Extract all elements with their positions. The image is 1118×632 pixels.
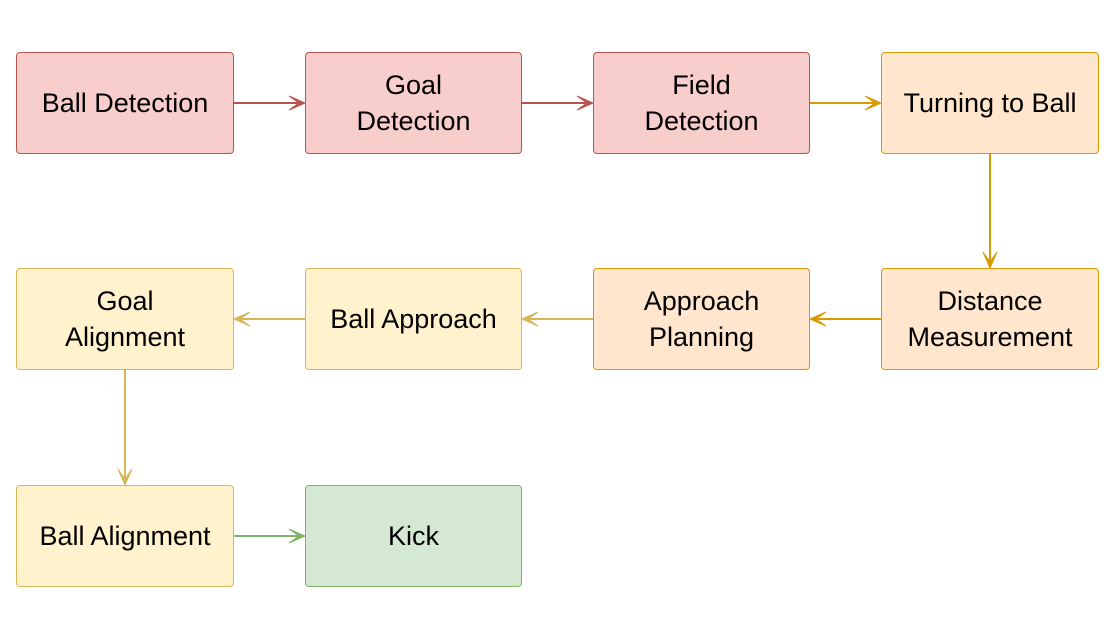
- node-approach-planning: Approach Planning: [593, 268, 810, 370]
- node-turning-to-ball: Turning to Ball: [881, 52, 1099, 154]
- node-ball-approach: Ball Approach: [305, 268, 522, 370]
- arrowhead-icon: [520, 311, 539, 327]
- node-goal-detection: Goal Detection: [305, 52, 522, 154]
- arrowhead-icon: [232, 311, 251, 327]
- node-ball-detection: Ball Detection: [16, 52, 234, 154]
- node-field-detection: Field Detection: [593, 52, 810, 154]
- node-goal-alignment: Goal Alignment: [16, 268, 234, 370]
- arrowhead-icon: [864, 95, 883, 111]
- arrowhead-icon: [982, 251, 998, 270]
- arrowhead-icon: [288, 95, 307, 111]
- arrowhead-icon: [288, 528, 307, 544]
- arrowhead-icon: [576, 95, 595, 111]
- node-kick: Kick: [305, 485, 522, 587]
- node-ball-alignment: Ball Alignment: [16, 485, 234, 587]
- arrowhead-icon: [117, 468, 133, 487]
- arrowhead-icon: [808, 311, 827, 327]
- node-distance-measurement: Distance Measurement: [881, 268, 1099, 370]
